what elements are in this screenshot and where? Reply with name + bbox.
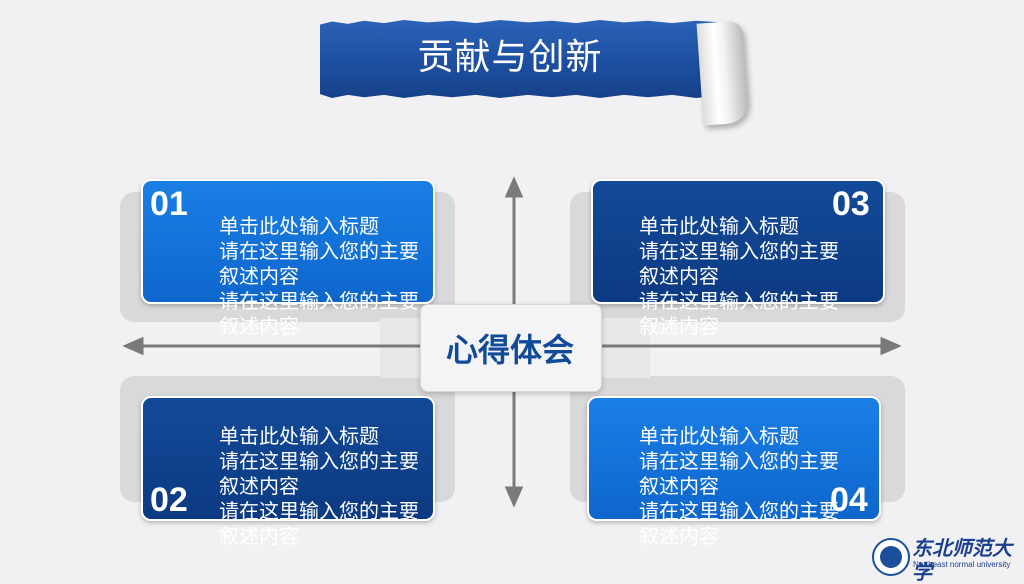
card-03-text: 单击此处输入标题 请在这里输入您的主要 叙述内容 请在这里输入您的主要 叙述内容 [639,214,879,339]
card-01-box [141,179,435,304]
card-02-text: 单击此处输入标题 请在这里输入您的主要 叙述内容 请在这里输入您的主要 叙述内容 [219,424,459,549]
card-02-box [141,396,435,521]
card-01-heading[interactable]: 单击此处输入标题 [219,214,379,238]
arrow-up-head [504,176,524,198]
card-04-line2: 叙述内容 [639,474,719,498]
card-01-number: 01 [150,185,188,223]
card-02-heading[interactable]: 单击此处输入标题 [219,424,379,448]
arrow-right-head [880,336,902,356]
card-02-number: 02 [150,481,188,519]
card-03-number: 03 [832,185,870,223]
card-04-text: 单击此处输入标题 请在这里输入您的主要 叙述内容 请在这里输入您的主要 叙述内容 [639,424,879,549]
card-04-line1: 请在这里输入您的主要 [639,449,839,473]
card-03-line1: 请在这里输入您的主要 [639,239,839,263]
card-02-line4: 叙述内容 [219,524,299,548]
arrow-left-head [122,336,144,356]
card-02-line2: 叙述内容 [219,474,299,498]
card-02-line3: 请在这里输入您的主要 [219,499,419,523]
card-01-text: 单击此处输入标题 请在这里输入您的主要 叙述内容 请在这里输入您的主要 叙述内容 [219,214,459,339]
arrow-down-head [504,486,524,508]
card-01-line1: 请在这里输入您的主要 [219,239,419,263]
card-04-box [587,396,881,521]
card-03-line4: 叙述内容 [639,314,719,338]
center-panel [420,304,602,392]
card-03-heading[interactable]: 单击此处输入标题 [639,214,799,238]
slide-title: 贡献与创新 [417,37,603,78]
card-01-line2: 叙述内容 [219,264,299,288]
card-03-line2: 叙述内容 [639,264,719,288]
card-01-line3: 请在这里输入您的主要 [219,289,419,313]
title-banner [320,20,720,98]
card-03-box [591,179,885,304]
seal-inner [880,546,902,568]
card-04-line4: 叙述内容 [639,524,719,548]
card-02-line1: 请在这里输入您的主要 [219,449,419,473]
card-04-number: 04 [830,481,868,519]
card-04-line3: 请在这里输入您的主要 [639,499,839,523]
university-name-en: Northeast normal university [913,560,1011,569]
card-03-line3: 请在这里输入您的主要 [639,289,839,313]
university-seal-icon [872,538,910,576]
card-04-heading[interactable]: 单击此处输入标题 [639,424,799,448]
card-01-line4: 叙述内容 [219,314,299,338]
center-label[interactable]: 心得体会 [445,331,574,369]
